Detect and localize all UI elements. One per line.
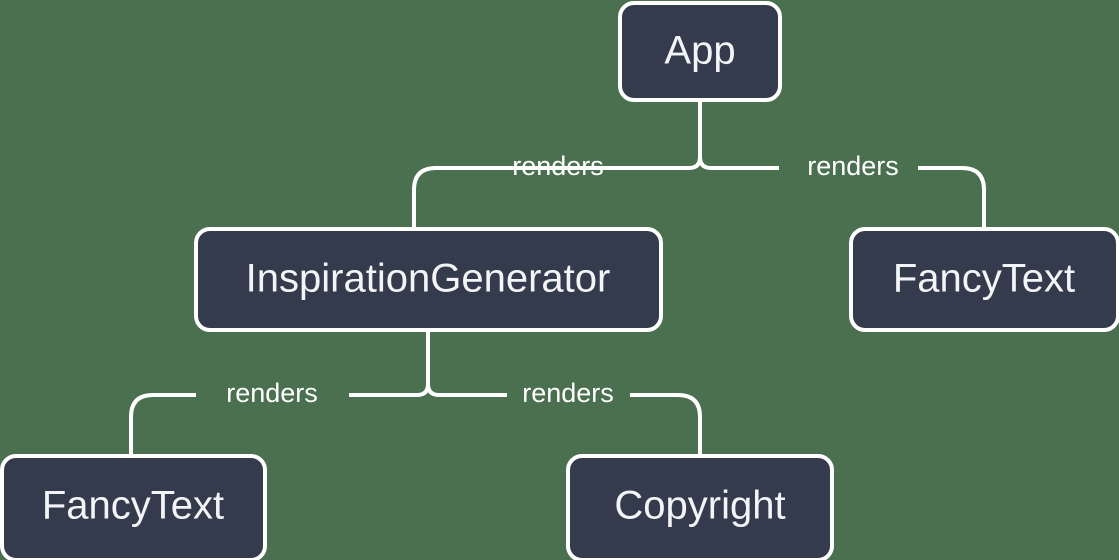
node-fancytext-right[interactable]: FancyText bbox=[849, 227, 1119, 332]
edge-label-app-to-inspirationgenerator: renders bbox=[512, 151, 604, 181]
connector-app-to-fancytext-arm bbox=[698, 156, 779, 170]
edge-label-inspirationgenerator-to-fancytext: renders bbox=[226, 378, 318, 408]
connector-inspirationgenerator-to-copyright-arm bbox=[426, 383, 507, 397]
connector-inspirationgenerator-to-copyright-drop bbox=[630, 393, 702, 456]
node-app-label: App bbox=[664, 29, 735, 73]
connector-app-to-fancytext-drop bbox=[918, 166, 986, 229]
node-inspiration-generator-label: InspirationGenerator bbox=[246, 257, 611, 301]
node-inspiration-generator[interactable]: InspirationGenerator bbox=[194, 227, 663, 332]
edge-label-app-to-fancytext: renders bbox=[807, 151, 899, 181]
node-fancytext-bottom-left[interactable]: FancyText bbox=[0, 454, 267, 560]
node-fancytext-right-box[interactable] bbox=[849, 227, 1119, 332]
connector-inspirationgenerator-to-fancytext-arm bbox=[349, 383, 430, 397]
node-fancytext-bottom-left-label: FancyText bbox=[42, 484, 224, 528]
node-fancytext-bottom-left-box[interactable] bbox=[0, 454, 267, 560]
connector-inspirationgenerator-to-fancytext-drop bbox=[129, 393, 196, 456]
connector-app-to-inspirationgenerator-arm bbox=[621, 156, 702, 170]
connector-app-to-inspirationgenerator-drop bbox=[412, 166, 497, 229]
node-fancytext-right-label: FancyText bbox=[893, 257, 1075, 301]
node-copyright-label: Copyright bbox=[614, 484, 785, 528]
node-inspiration-generator-box[interactable] bbox=[194, 227, 663, 332]
edge-label-inspirationgenerator-to-copyright: renders bbox=[522, 378, 614, 408]
node-copyright[interactable]: Copyright bbox=[566, 454, 834, 560]
node-app[interactable]: App bbox=[618, 1, 782, 102]
node-copyright-box[interactable] bbox=[566, 454, 834, 560]
node-app-box[interactable] bbox=[618, 1, 782, 102]
